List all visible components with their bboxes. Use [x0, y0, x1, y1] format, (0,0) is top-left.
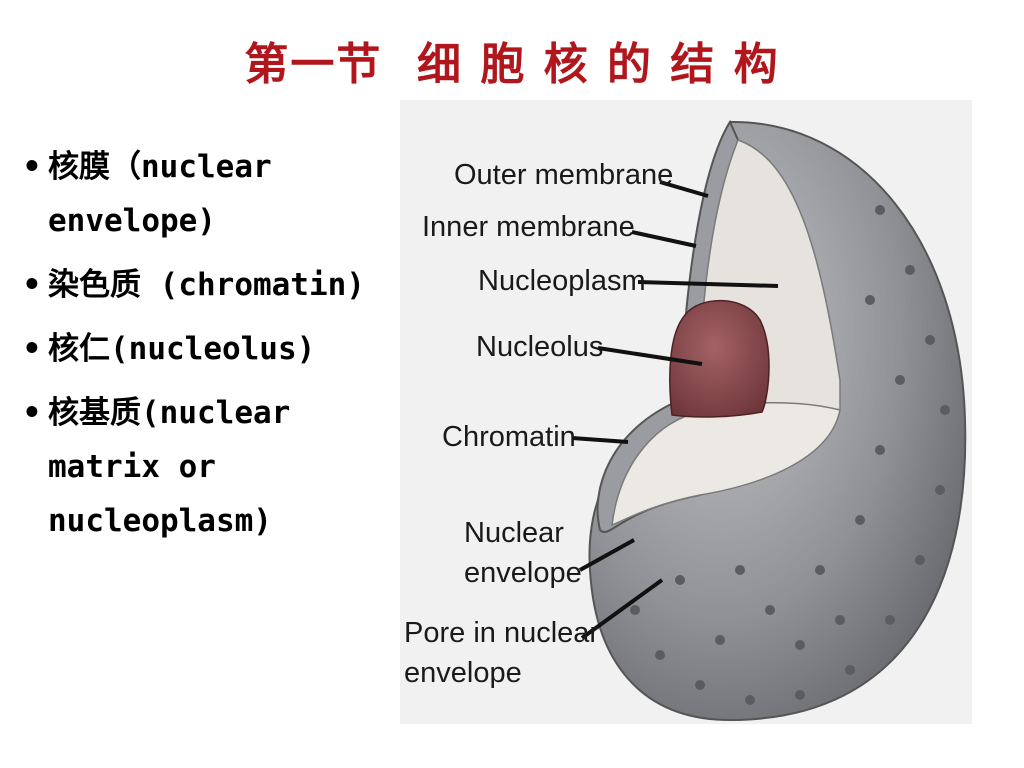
bullet-item-nuclear-matrix: •核基质(nuclear matrix or nucleoplasm) [18, 386, 393, 548]
label-inner-membrane: Inner membrane [422, 211, 635, 243]
pores-group [630, 205, 950, 705]
bullet-text: 染色质 (chromatin) [48, 267, 365, 303]
bullet-dot-icon: • [22, 267, 42, 303]
nucleoplasm-lower [611, 402, 841, 527]
leader-lines [571, 180, 779, 640]
label-nucleoplasm: Nucleoplasm [478, 265, 646, 297]
label-outer-membrane: Outer membrane [454, 159, 673, 191]
label-nuclear-envelope-1: Nuclear [464, 517, 564, 549]
bullet-text: 核基质(nuclear matrix or nucleoplasm) [48, 395, 291, 539]
bullet-item-nucleolus: •核仁(nucleolus) [18, 322, 393, 376]
label-nuclear-envelope-2: envelope [464, 557, 582, 589]
bullet-dot-icon: • [22, 331, 42, 367]
bullet-item-nuclear-envelope: •核膜（nuclear envelope) [18, 140, 393, 248]
bullet-list: •核膜（nuclear envelope) •染色质 (chromatin) •… [18, 140, 393, 558]
bullet-item-chromatin: •染色质 (chromatin) [18, 258, 393, 312]
label-nucleolus: Nucleolus [476, 331, 603, 363]
bullet-dot-icon: • [22, 149, 42, 185]
bullet-text: 核仁(nucleolus) [48, 331, 316, 367]
bullet-dot-icon: • [22, 395, 42, 431]
slide-title: 第一节 细 胞 核 的 结 构 [244, 39, 780, 90]
label-chromatin: Chromatin [442, 421, 576, 453]
label-pore-2: envelope [404, 657, 522, 689]
label-pore-1: Pore in nuclear [404, 617, 599, 649]
bullet-text: 核膜（nuclear envelope) [48, 149, 272, 239]
nucleus-illustration: Outer membrane Inner membrane Nucleoplas… [400, 100, 972, 724]
nucleolus-body [669, 299, 770, 418]
nucleus-diagram: Outer membrane Inner membrane Nucleoplas… [400, 100, 972, 724]
